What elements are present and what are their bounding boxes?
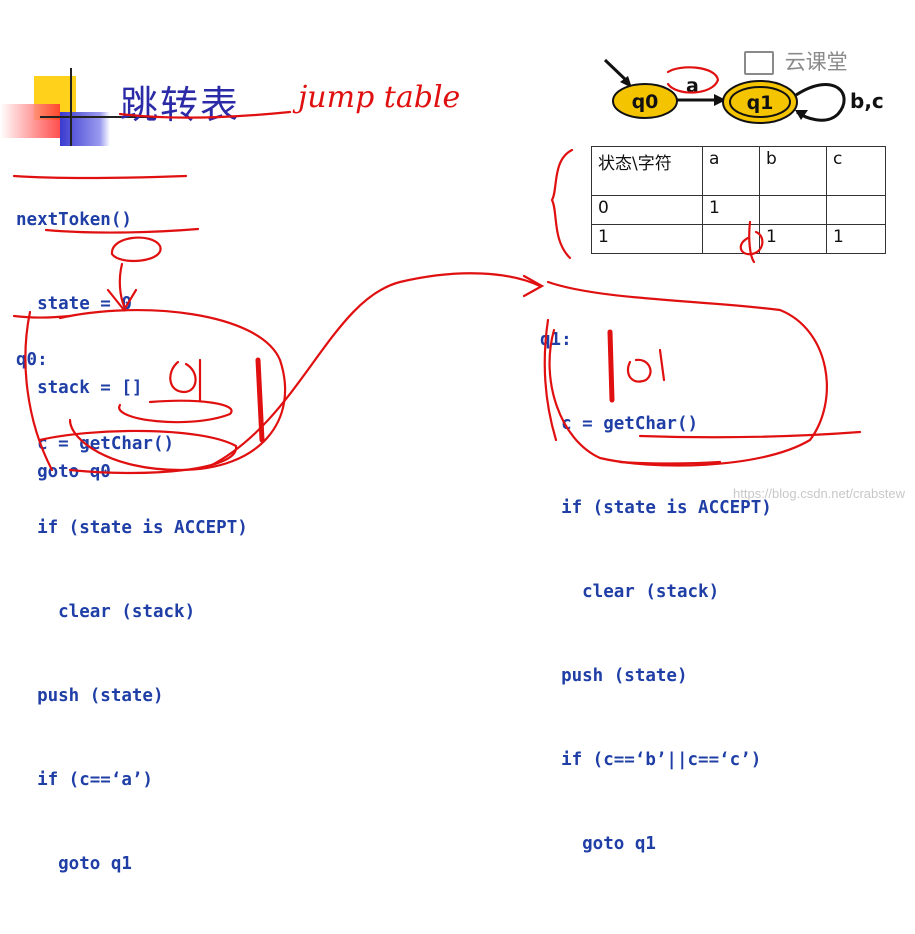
code-line: q0: [16, 350, 48, 370]
code-line: goto q1 [16, 854, 132, 874]
ink-bracket-q0 [24, 310, 54, 472]
ink-bracket-q1 [543, 318, 558, 442]
table-header-cell: 状态\字符 [591, 146, 703, 196]
ink-q1-note-loop [626, 358, 652, 383]
table-cell: 1 [826, 224, 886, 254]
ink-underline-stack [44, 227, 200, 234]
code-line: c = getChar() [540, 414, 699, 434]
deco-horizontal-line [40, 116, 160, 118]
edge-bc-label: b,c [850, 89, 884, 113]
ink-bar-q1 [607, 329, 615, 403]
ink-circle-edge-a [666, 66, 720, 94]
ink-arrow-q0-to-q1-head [522, 274, 545, 298]
table-cell: 0 [591, 195, 703, 225]
watermark-text: 云课堂 [784, 50, 848, 74]
state-q0-label: q0 [632, 91, 659, 113]
slide: 跳转表 jump table 云课堂 q0 q1 a b,c 状态\字符 a b… [0, 46, 905, 874]
ink-circle-if-a [38, 429, 238, 475]
code-line: nextToken() [16, 210, 132, 230]
source-url: https://blog.csdn.net/crabstew [733, 486, 905, 501]
code-line: goto q1 [540, 834, 656, 854]
table-cell [826, 195, 886, 225]
ink-table-zero-circle [739, 230, 764, 256]
state-q1-accept-ring [729, 86, 791, 118]
code-line: if (c==‘a’) [16, 770, 153, 790]
ink-underline-goto-q1 [618, 460, 722, 465]
table-cell: 1 [702, 195, 760, 225]
table-header-cell: c [826, 146, 886, 196]
ink-underline-nexttoken [12, 174, 188, 179]
watermark-icon [744, 51, 774, 75]
ink-circle-push [118, 399, 233, 424]
ink-underline-if-bc [638, 430, 862, 439]
table-row: 0 1 [591, 195, 886, 225]
table-cell: 1 [591, 224, 703, 254]
code-line: stack = [] [16, 378, 143, 398]
slide-title: 跳转表 [120, 83, 241, 127]
code-line: clear (stack) [540, 582, 720, 602]
code-line: if (c==‘b’||c==‘c’) [540, 750, 762, 770]
ink-table-zero-mark [748, 220, 756, 264]
code-line: q1: [540, 330, 572, 350]
start-arrowhead [620, 76, 632, 88]
ink-circle-q0 [110, 236, 162, 262]
ink-circle-q1-block [546, 280, 828, 467]
code-line: push (state) [540, 666, 688, 686]
ink-arrow-q0-shaft [118, 262, 126, 308]
deco-red-square [0, 104, 60, 138]
edge-q1-loop [795, 83, 846, 122]
watermark: 云课堂 [744, 46, 848, 76]
start-arrow [603, 58, 630, 84]
handwritten-title: jump table [298, 80, 461, 115]
code-line: if (state is ACCEPT) [16, 518, 248, 538]
code-line: push (state) [16, 686, 164, 706]
code-line: c = getChar() [16, 434, 175, 454]
state-q1-label: q1 [747, 92, 774, 114]
ink-annotations [12, 66, 862, 475]
table-header-cell: b [759, 146, 827, 196]
ink-circle-q0-block [58, 308, 287, 472]
code-line: clear (stack) [16, 602, 196, 622]
table-cell: 1 [759, 224, 827, 254]
deco-vertical-line [70, 68, 72, 146]
edge-q1-loop-arrowhead [795, 110, 808, 120]
edge-q0-q1-arrowhead [714, 94, 726, 106]
state-q1-node [722, 80, 798, 124]
ink-arrow-q0-to-q1 [208, 272, 542, 468]
ink-q0-note-loop [169, 360, 197, 394]
table-header-cell: a [702, 146, 760, 196]
ink-q1-note-stroke [658, 348, 666, 382]
ink-brace-table [550, 148, 574, 260]
ink-title-underline [118, 110, 292, 119]
next-token-code: nextToken() state = 0 stack = [] goto q0 [16, 150, 142, 542]
table-header-row: 状态\字符 a b c [591, 146, 886, 196]
